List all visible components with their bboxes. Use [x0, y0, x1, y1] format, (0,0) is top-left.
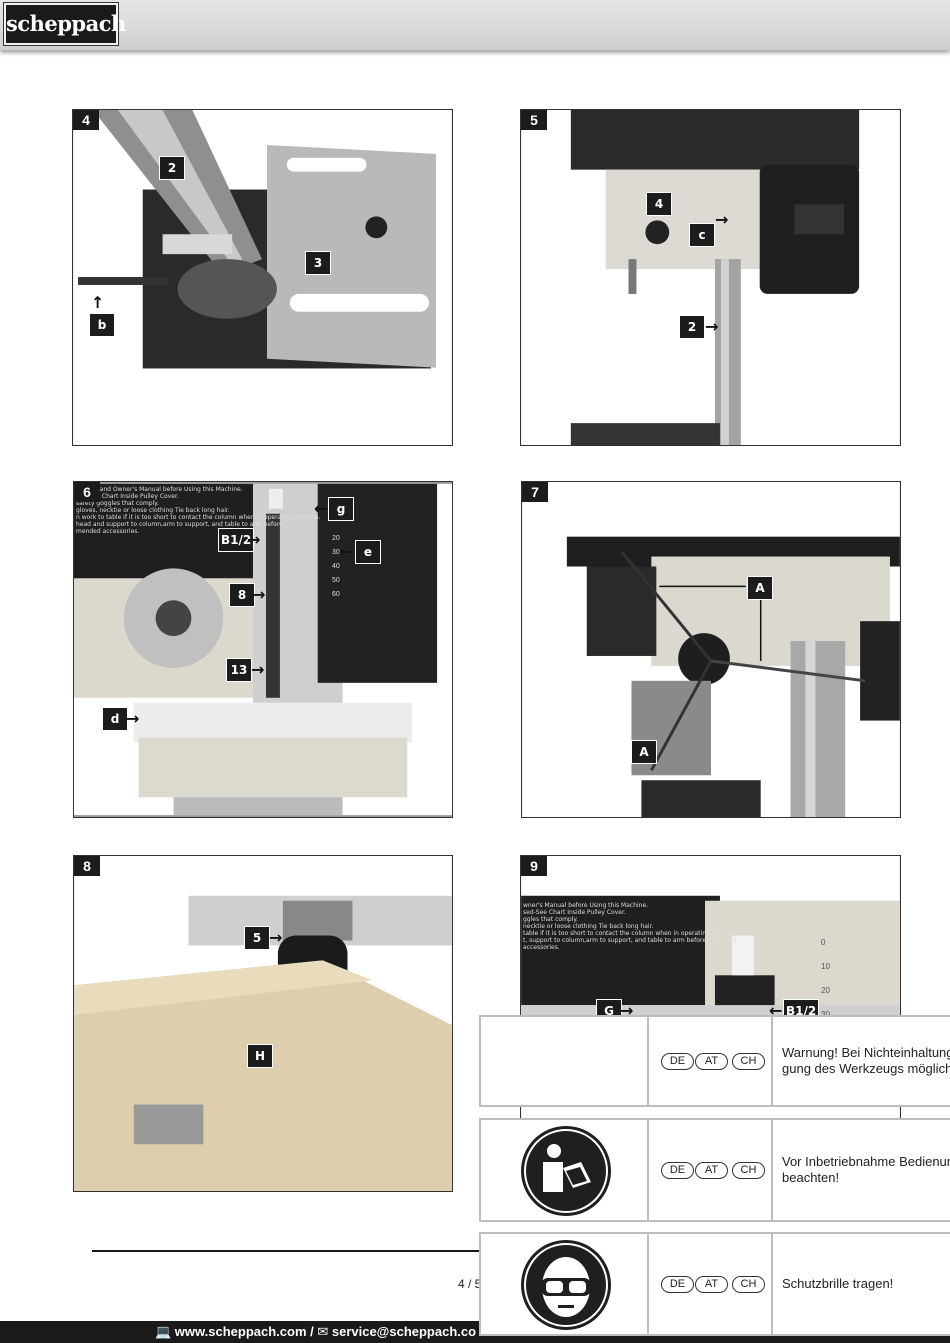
- depth-scale: 20 30 40 50 60: [332, 535, 340, 598]
- callout-label: c: [689, 223, 715, 247]
- figure-number: 6: [74, 482, 100, 502]
- arrow-left-icon: ←: [339, 542, 353, 561]
- symbol-cell: [481, 1234, 649, 1334]
- arrow-right-icon: →: [705, 317, 719, 336]
- figure-number: 4: [73, 110, 99, 130]
- page-number: 4 / 5: [458, 1277, 482, 1291]
- safety-goggles-icon: [521, 1240, 611, 1330]
- figure-4: 4 2 3 b ↑: [72, 109, 453, 446]
- country-badge: CH: [732, 1162, 765, 1179]
- country-cell: DE AT CH: [649, 1017, 773, 1105]
- warning-row: DE AT CH Schutzbrille tragen!: [479, 1232, 950, 1336]
- callout-label: 2: [679, 315, 705, 339]
- machine-warning-label: Understand Owner's Manual before Using t…: [76, 486, 321, 535]
- figure-7: 7 A A: [521, 481, 901, 818]
- figure-6: Understand Owner's Manual before Using t…: [73, 481, 453, 818]
- figure-5-photo: [521, 110, 900, 445]
- symbol-cell: [481, 1017, 649, 1105]
- arrow-right-icon: →: [252, 585, 266, 604]
- callout-label: 4: [646, 192, 672, 216]
- country-badge: AT: [695, 1162, 728, 1179]
- callout-label: e: [355, 540, 381, 564]
- arrow-right-icon: →: [269, 928, 283, 947]
- figure-5: 5 4 c → 2 →: [520, 109, 901, 446]
- callout-label: A: [747, 576, 773, 600]
- figure-number: 8: [74, 856, 100, 876]
- country-badge: DE: [661, 1053, 694, 1070]
- callout-label: A: [631, 740, 657, 764]
- country-cell: DE AT CH: [649, 1234, 773, 1334]
- figure-7-photo: [522, 482, 900, 817]
- figure-number: 5: [521, 110, 547, 130]
- warning-text: Schutzbrille tragen!: [782, 1276, 894, 1291]
- callout-label: H: [247, 1044, 273, 1068]
- arrow-right-icon: →: [247, 530, 261, 549]
- scheppach-logo: scheppach: [3, 2, 126, 46]
- arrow-left-icon: ←: [314, 499, 328, 518]
- callout-label: 3: [305, 251, 331, 275]
- country-badge: CH: [732, 1276, 765, 1293]
- arrow-up-icon: ↑: [91, 293, 105, 312]
- country-badge: AT: [695, 1276, 728, 1293]
- country-badge: DE: [661, 1276, 694, 1293]
- figure-number: 9: [521, 856, 547, 876]
- arrow-right-icon: →: [251, 660, 265, 679]
- warning-text: Vor Inbetriebnahme Bedienun beachten!: [782, 1154, 950, 1185]
- figure-number: 7: [522, 482, 548, 502]
- callout-label: g: [328, 497, 354, 521]
- warning-text: Warnung! Bei Nichteinhaltung gung des We…: [782, 1045, 950, 1076]
- arrow-right-icon: →: [126, 709, 140, 728]
- figure-6-photo: [74, 483, 452, 816]
- figure-4-photo: [73, 110, 452, 445]
- callout-label: 2: [159, 156, 185, 180]
- callout-label: 5: [244, 926, 270, 950]
- page-header: scheppach: [0, 0, 950, 50]
- arrow-right-icon: →: [715, 210, 729, 229]
- country-badge: DE: [661, 1162, 694, 1179]
- read-manual-icon: [521, 1126, 611, 1216]
- figure-8: 8 5 → H: [73, 855, 453, 1192]
- warning-row: DE AT CH Warnung! Bei Nichteinhaltung gu…: [479, 1015, 950, 1107]
- footer-contact[interactable]: 💻 www.scheppach.com / ✉ service@scheppac…: [155, 1324, 477, 1339]
- callout-label: d: [102, 707, 128, 731]
- warning-row: DE AT CH Vor Inbetriebnahme Bedienun bea…: [479, 1118, 950, 1222]
- country-badge: AT: [695, 1053, 728, 1070]
- arrow-right-icon: →: [620, 1001, 634, 1020]
- callout-label: b: [89, 313, 115, 337]
- callout-label: 8: [229, 583, 255, 607]
- country-badge: CH: [732, 1053, 765, 1070]
- callout-label: B1/2: [218, 528, 255, 552]
- figure-8-photo: [74, 856, 452, 1191]
- callout-label: 13: [226, 658, 252, 682]
- arrow-left-icon: ←: [769, 1001, 783, 1020]
- depth-scale: 0 10 20 30: [821, 938, 830, 1019]
- country-cell: DE AT CH: [649, 1120, 773, 1220]
- machine-warning-label: wner's Manual before Using this Machine.…: [523, 902, 738, 951]
- symbol-cell: [481, 1120, 649, 1220]
